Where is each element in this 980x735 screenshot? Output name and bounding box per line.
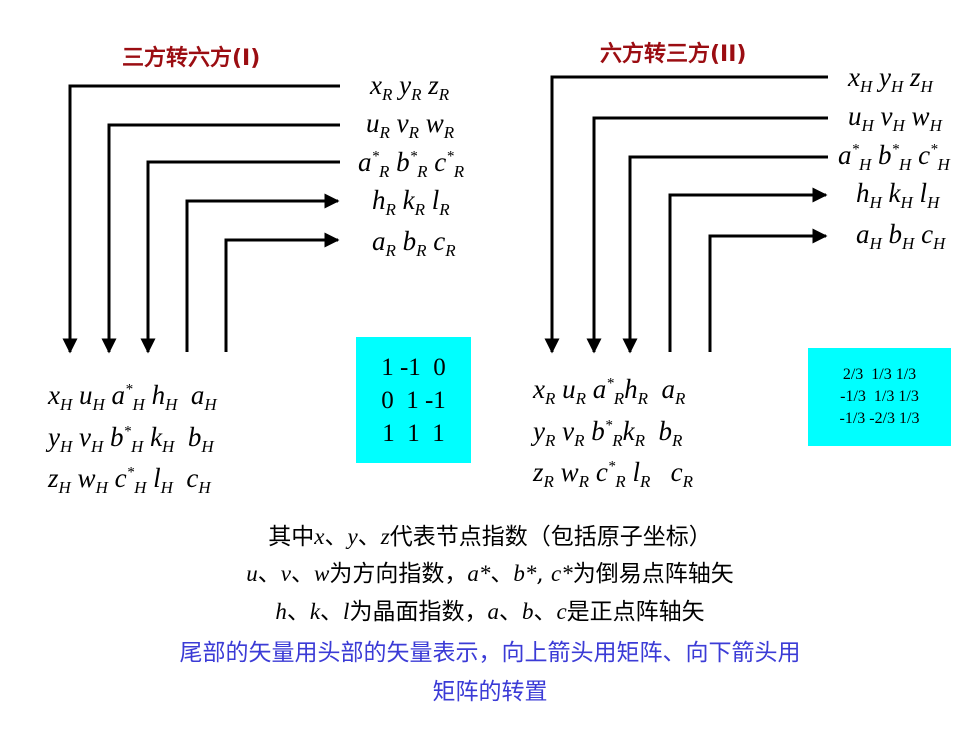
right-arrow-xyz: [544, 75, 828, 354]
right-bottom-row-2: yR vR b*RkR bR: [533, 416, 683, 450]
right-matrix: 2/3 1/3 1/3 -1/3 1/3 1/3 -1/3 -2/3 1/3: [808, 348, 951, 446]
left-title: 三方转六方(I): [122, 46, 261, 71]
right-arrow-abc-star: [622, 155, 828, 354]
right-label-abc-h: aH bH cH: [856, 219, 946, 253]
left-label-abc-star-r: a*R b*R c*R: [358, 147, 465, 181]
right-label-hkl-h: hH kH lH: [856, 178, 940, 212]
left-bottom-row-1: xH uH a*H hH aH: [48, 380, 217, 414]
right-matrix-row-1: 2/3 1/3 1/3: [842, 366, 917, 383]
right-label-xyz-h: xH yH zH: [848, 62, 933, 96]
left-arrow-abc: [224, 232, 340, 352]
right-arrow-abc: [708, 228, 828, 352]
right-label-uvw-h: uH vH wH: [848, 101, 942, 135]
left-arrow-uvw: [101, 123, 340, 354]
left-label-xyz-r: xR yR zR: [370, 70, 450, 104]
note-line-4: 尾部的矢量用头部的矢量表示，向上箭头用矩阵、向下箭头用: [179, 640, 801, 666]
left-label-hkl-r: hR kR lR: [372, 185, 450, 219]
left-bottom-row-3: zH wH c*H lH cH: [48, 463, 211, 497]
left-matrix-row-2: 0 1 -1: [381, 386, 446, 414]
right-label-abc-star-h: a*H b*H c*H: [838, 140, 950, 174]
left-arrow-hkl: [185, 193, 340, 352]
left-label-abc-r: aR bR cR: [372, 226, 456, 260]
left-arrow-abc-star: [140, 160, 340, 354]
note-line-2: u、v、w为方向指数，a*、b*, c*为倒易点阵轴矢: [246, 561, 734, 587]
right-bottom-row-3: zR wR c*R lR cR: [533, 457, 693, 491]
left-bottom-row-2: yH vH b*H kH bH: [48, 422, 214, 456]
left-matrix-row-1: 1 -1 0: [381, 353, 446, 381]
left-matrix-row-3: 1 1 1: [382, 419, 445, 447]
note-line-5: 矩阵的转置: [432, 679, 548, 705]
right-matrix-row-3: -1/3 -2/3 1/3: [839, 410, 920, 427]
left-matrix: 1 -1 0 0 1 -1 1 1 1: [356, 337, 471, 463]
right-arrow-hkl: [668, 187, 828, 352]
note-line-1: 其中x、y、z代表节点指数（包括原子坐标）: [268, 524, 712, 550]
left-label-uvw-r: uR vR wR: [366, 108, 455, 142]
right-arrow-uvw: [586, 116, 828, 354]
note-line-3: h、k、l为晶面指数，a、b、c是正点阵轴矢: [275, 599, 705, 625]
right-matrix-row-2: -1/3 1/3 1/3: [840, 388, 919, 405]
right-bottom-row-1: xR uR a*RhR aR: [533, 374, 686, 408]
right-title: 六方转三方(II): [600, 42, 747, 67]
left-arrow-xyz: [62, 84, 340, 354]
